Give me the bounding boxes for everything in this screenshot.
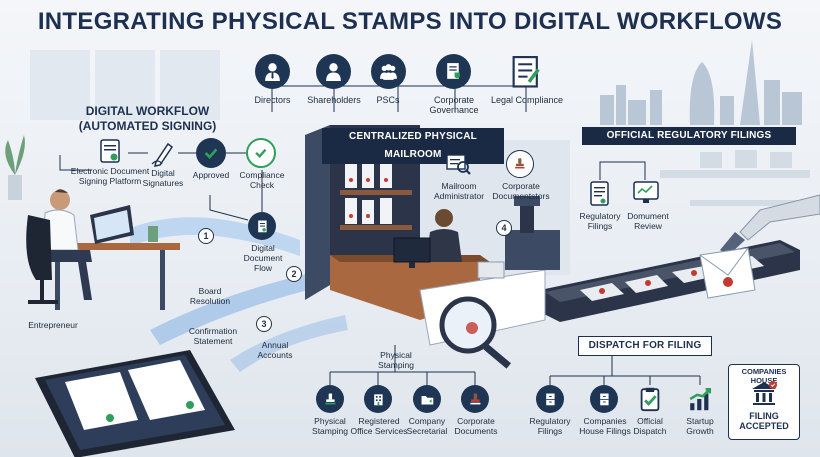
growth-chart-icon xyxy=(686,385,714,418)
filing-official-dispatch xyxy=(636,385,664,413)
filing-label: Startup Growth xyxy=(686,416,714,436)
service-label: Corporate Documents xyxy=(454,416,498,436)
monitor-icon xyxy=(632,180,660,211)
magnifier-doc-icon xyxy=(444,152,472,183)
step-approved xyxy=(196,138,226,168)
step-number-marker: 2 xyxy=(286,266,302,282)
filing-regulatory xyxy=(536,385,564,413)
service-company-secretarial xyxy=(413,385,441,413)
regulatory-banner: OFFICIAL REGULATORY FILINGS xyxy=(582,127,796,145)
stakeholder-label: PSCs xyxy=(376,95,400,105)
filing-label: Official Dispatch xyxy=(633,416,667,436)
stamp-icon xyxy=(316,385,344,413)
role-label: Corporate Documentstors xyxy=(492,181,550,201)
stakeholder-directors xyxy=(255,54,290,89)
clipboard-check-icon xyxy=(636,385,664,418)
entrepreneur-label: Entrepreneur xyxy=(28,320,78,330)
digital-workflow-title: DIGITAL WORKFLOW (AUTOMATED SIGNING) xyxy=(78,104,217,133)
companies-house-header: COMPANIES HOUSE xyxy=(741,367,787,385)
service-physical-stamping xyxy=(316,385,344,413)
step-label: Digital Document Flow xyxy=(243,243,283,273)
step-label: Approved xyxy=(192,170,230,180)
stakeholder-label: Corporate Governance xyxy=(429,95,479,115)
step-digital-document-flow xyxy=(248,212,276,240)
step-signing-platform xyxy=(92,138,128,168)
role-corporate-documentors xyxy=(506,150,534,178)
stakeholder-label: Shareholders xyxy=(307,95,361,105)
stakeholder-label: Legal Compliance xyxy=(490,95,564,105)
cabinet-icon xyxy=(590,385,618,413)
seal-icon xyxy=(461,385,489,413)
step-compliance-check xyxy=(246,138,276,168)
step-label: Electronic Document Signing Platform xyxy=(70,166,150,186)
step-digital-signatures xyxy=(148,138,178,168)
pen-icon xyxy=(148,138,178,173)
building-icon xyxy=(364,385,392,413)
page-title: INTEGRATING PHYSICAL STAMPS INTO DIGITAL… xyxy=(37,8,783,35)
stakeholder-legal xyxy=(510,54,542,88)
document-signing-icon xyxy=(92,138,128,173)
check-icon xyxy=(196,138,226,168)
person-tie-icon xyxy=(255,54,290,89)
role-mailroom-administrator xyxy=(444,152,472,178)
check-circle-icon xyxy=(246,138,276,168)
filing-status: FILING ACCEPTED xyxy=(739,411,789,431)
mailroom-banner: CENTRALIZED PHYSICAL MAILROOM xyxy=(322,128,504,164)
document-label-confirmation-statement: Confirmation Statement xyxy=(188,326,238,346)
folder-icon xyxy=(413,385,441,413)
cabinet-icon xyxy=(536,385,564,413)
document-label-board-resolution: Board Resolution xyxy=(189,286,231,306)
role-label: Mailroom Administrator xyxy=(433,181,485,201)
filing-label: Regulatory Filings xyxy=(529,416,571,436)
companies-house-card: COMPANIES HOUSE FILING ACCEPTED xyxy=(728,364,800,440)
filing-label: Companies House Filings xyxy=(579,416,631,436)
stakeholder-pscs xyxy=(371,54,406,89)
group-icon xyxy=(371,54,406,89)
regulatory-item-review xyxy=(632,180,660,206)
document-label-annual-accounts: Annual Accounts xyxy=(257,340,293,360)
service-label: Physical Stamping xyxy=(312,416,348,436)
stakeholder-governance xyxy=(436,54,471,89)
checklist-icon xyxy=(510,54,542,88)
step-label: Digital Signatures xyxy=(142,168,184,188)
stakeholder-label: Directors xyxy=(254,95,291,105)
regulatory-item-filings xyxy=(588,180,612,208)
regulatory-item-label: Domument Review xyxy=(627,211,669,231)
service-corporate-documents xyxy=(461,385,489,413)
stakeholder-shareholders xyxy=(316,54,351,89)
step-number-marker: 4 xyxy=(496,220,512,236)
step-label: Compliance Check xyxy=(239,170,285,190)
stamp-icon xyxy=(506,150,534,178)
regulatory-item-label: Regulatory Filings xyxy=(579,211,621,231)
person-icon xyxy=(316,54,351,89)
service-registered-office xyxy=(364,385,392,413)
service-label: Company Secretarial xyxy=(406,416,448,436)
filing-startup-growth xyxy=(686,385,714,413)
document-shield-icon xyxy=(436,54,471,89)
physical-stamping-label: Physical Stamping xyxy=(378,350,414,370)
service-label: Registered Office Services xyxy=(350,416,408,436)
step-number-marker: 1 xyxy=(198,228,214,244)
document-flow-icon xyxy=(248,212,276,240)
filing-companies-house xyxy=(590,385,618,413)
filing-icon xyxy=(588,180,612,213)
step-number-marker: 3 xyxy=(256,316,272,332)
building-icon xyxy=(749,379,779,407)
dispatch-banner: DISPATCH FOR FILING xyxy=(578,336,712,356)
